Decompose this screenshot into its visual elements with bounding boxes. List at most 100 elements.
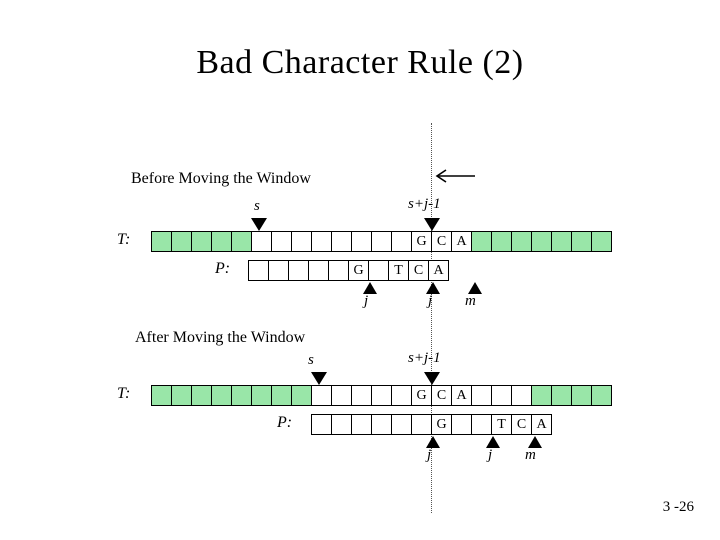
row-label-pattern-before: P: <box>215 260 231 277</box>
sequence-cell: A <box>451 385 472 406</box>
sequence-cell <box>171 385 192 406</box>
sequence-cell <box>171 231 192 252</box>
pointer-j-text-before-icon <box>426 282 440 294</box>
pointer-m-after-icon <box>528 436 542 448</box>
sequence-cell <box>151 231 172 252</box>
sequence-cell <box>471 231 492 252</box>
label-j-text-before: j <box>428 293 433 309</box>
label-s-plus-j-minus-1-after: s+j-1 <box>408 350 441 366</box>
sequence-cell <box>571 385 592 406</box>
sequence-cell <box>451 414 472 435</box>
sequence-cell <box>191 385 212 406</box>
sequence-cell <box>211 385 232 406</box>
pointer-s-after-icon <box>311 372 327 385</box>
label-j-pattern-after: j <box>427 447 432 463</box>
sequence-cell: G <box>411 385 432 406</box>
pointer-j-text-after-icon <box>486 436 500 448</box>
sequence-cell <box>331 385 352 406</box>
sequence-cell <box>331 414 352 435</box>
row-label-text-after: T: <box>117 385 131 402</box>
label-m-after: m <box>525 447 536 463</box>
sequence-cell <box>351 231 372 252</box>
sequence-cell <box>268 260 289 281</box>
sequence-cell <box>511 385 532 406</box>
sequence-cell <box>271 385 292 406</box>
sequence-cell <box>471 385 492 406</box>
sequence-cell <box>248 260 269 281</box>
sequence-cell <box>571 231 592 252</box>
sequence-cell <box>251 385 272 406</box>
sequence-cell <box>591 385 612 406</box>
sequence-cell <box>531 385 552 406</box>
sequence-cell <box>251 231 272 252</box>
sequence-cell <box>511 231 532 252</box>
sequence-cell: A <box>451 231 472 252</box>
sequence-cell <box>311 414 332 435</box>
sequence-cell <box>391 231 412 252</box>
sequence-cell <box>328 260 349 281</box>
sequence-cell: G <box>431 414 452 435</box>
sequence-cell <box>591 231 612 252</box>
sequence-cell <box>391 385 412 406</box>
page-number: 3 -26 <box>662 499 694 515</box>
sequence-cell <box>331 231 352 252</box>
label-m-before: m <box>465 293 476 309</box>
sequence-cell <box>291 231 312 252</box>
sequence-cell: G <box>348 260 369 281</box>
sequence-cell <box>371 414 392 435</box>
sequence-cell: C <box>431 231 452 252</box>
sequence-cell <box>491 231 512 252</box>
alignment-guide-line <box>431 123 432 513</box>
sequence-cell <box>291 385 312 406</box>
sequence-cell: A <box>531 414 552 435</box>
sequence-cell: C <box>408 260 429 281</box>
sequence-cell: A <box>428 260 449 281</box>
sequence-cell <box>371 385 392 406</box>
sequence-cell <box>368 260 389 281</box>
sequence-cell <box>311 231 332 252</box>
sequence-cell <box>151 385 172 406</box>
sequence-cell <box>391 414 412 435</box>
sequence-cell <box>471 414 492 435</box>
label-s-plus-j-minus-1-before: s+j-1 <box>408 196 441 212</box>
row-label-text-before: T: <box>117 231 131 248</box>
pointer-send-before-icon <box>424 218 440 231</box>
sequence-cell <box>271 231 292 252</box>
sequence-cell <box>211 231 232 252</box>
sequence-cell <box>231 231 252 252</box>
caption-after-moving: After Moving the Window <box>135 329 306 346</box>
pointer-j-pattern-after-icon <box>426 436 440 448</box>
pointer-j-pattern-before-icon <box>363 282 377 294</box>
label-j-text-after: j <box>488 447 493 463</box>
pointer-send-after-icon <box>424 372 440 385</box>
label-s-before: s <box>254 198 260 214</box>
sequence-cell <box>351 385 372 406</box>
pointer-s-before-icon <box>251 218 267 231</box>
sequence-cell: T <box>491 414 512 435</box>
sequence-cell <box>551 385 572 406</box>
sequence-cell <box>191 231 212 252</box>
sequence-cell <box>231 385 252 406</box>
sequence-cell <box>411 414 432 435</box>
label-s-after: s <box>308 352 314 368</box>
sequence-cell <box>308 260 329 281</box>
left-arrow-icon <box>435 169 475 183</box>
sequence-cell: C <box>511 414 532 435</box>
pointer-m-before-icon <box>468 282 482 294</box>
sequence-cell <box>531 231 552 252</box>
caption-before-moving: Before Moving the Window <box>131 170 311 187</box>
sequence-cell <box>311 385 332 406</box>
sequence-cell <box>491 385 512 406</box>
sequence-cell <box>351 414 372 435</box>
row-label-pattern-after: P: <box>277 414 293 431</box>
page-title: Bad Character Rule (2) <box>196 44 524 81</box>
sequence-cell <box>551 231 572 252</box>
sequence-cell: G <box>411 231 432 252</box>
sequence-cell: C <box>431 385 452 406</box>
sequence-cell: T <box>388 260 409 281</box>
